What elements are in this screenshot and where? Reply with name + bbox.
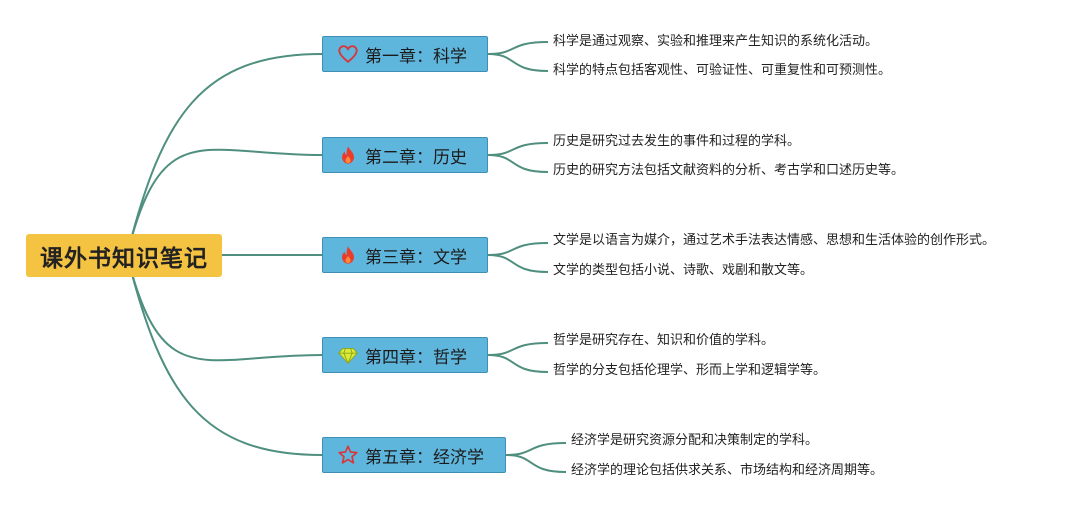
chapter-4-label: 第四章：哲学 bbox=[365, 347, 467, 368]
chapter-4-note-link-2 bbox=[487, 354, 549, 373]
chapter-1-topic[interactable]: 第一章：科学 bbox=[322, 36, 488, 72]
chapter-1-label: 第一章：科学 bbox=[365, 46, 467, 67]
chapter-1-note-2[interactable]: 科学的特点包括客观性、可验证性、可重复性和可预测性。 bbox=[553, 63, 892, 78]
root-topic-label: 课外书知识笔记 bbox=[40, 245, 208, 272]
root-link-1 bbox=[126, 53, 323, 256]
chapter-2-label: 第二章：历史 bbox=[365, 147, 467, 168]
chapter-5-note-1[interactable]: 经济学是研究资源分配和决策制定的学科。 bbox=[571, 433, 819, 448]
chapter-3-note-link-1 bbox=[487, 242, 549, 256]
chapter-2-note-link-2 bbox=[487, 154, 549, 173]
diamond-icon bbox=[337, 344, 359, 366]
chapter-3-topic[interactable]: 第三章：文学 bbox=[322, 237, 488, 273]
chapter-2-note-2[interactable]: 历史的研究方法包括文献资料的分析、考古学和口述历史等。 bbox=[553, 163, 905, 178]
chapter-4-note-1[interactable]: 哲学是研究存在、知识和价值的学科。 bbox=[553, 333, 775, 348]
chapter-3-label: 第三章：文学 bbox=[365, 247, 467, 268]
chapter-3-note-2[interactable]: 文学的类型包括小说、诗歌、戏剧和散文等。 bbox=[553, 263, 814, 278]
chapter-2-note-link-1 bbox=[487, 142, 549, 156]
chapter-1-note-link-1 bbox=[487, 41, 549, 55]
chapter-4-note-link-1 bbox=[487, 342, 549, 356]
chapter-5-label: 第五章：经济学 bbox=[365, 447, 484, 468]
chapter-5-note-link-2 bbox=[505, 454, 567, 473]
chapter-2-topic[interactable]: 第二章：历史 bbox=[322, 137, 488, 173]
root-topic[interactable]: 课外书知识笔记 bbox=[26, 234, 222, 277]
chapter-5-note-2[interactable]: 经济学的理论包括供求关系、市场结构和经济周期等。 bbox=[571, 463, 884, 478]
chapter-5-note-link-1 bbox=[505, 442, 567, 456]
star-icon bbox=[337, 444, 359, 466]
chapter-4-note-2[interactable]: 哲学的分支包括伦理学、形而上学和逻辑学等。 bbox=[553, 363, 827, 378]
fire-icon bbox=[337, 244, 359, 266]
chapter-3-note-1[interactable]: 文学是以语言为媒介，通过艺术手法表达情感、思想和生活体验的创作形式。 bbox=[553, 233, 996, 248]
root-link-4 bbox=[126, 254, 323, 362]
chapter-1-note-1[interactable]: 科学是通过观察、实验和推理来产生知识的系统化活动。 bbox=[553, 34, 879, 49]
chapter-1-note-link-2 bbox=[487, 53, 549, 72]
heart-icon bbox=[337, 43, 359, 65]
chapter-5-topic[interactable]: 第五章：经济学 bbox=[322, 437, 506, 473]
chapter-2-note-1[interactable]: 历史是研究过去发生的事件和过程的学科。 bbox=[553, 134, 801, 149]
root-link-2 bbox=[126, 148, 323, 256]
chapter-4-topic[interactable]: 第四章：哲学 bbox=[322, 337, 488, 373]
chapter-3-note-link-2 bbox=[487, 254, 549, 273]
fire-icon bbox=[337, 144, 359, 166]
root-link-5 bbox=[126, 254, 323, 456]
